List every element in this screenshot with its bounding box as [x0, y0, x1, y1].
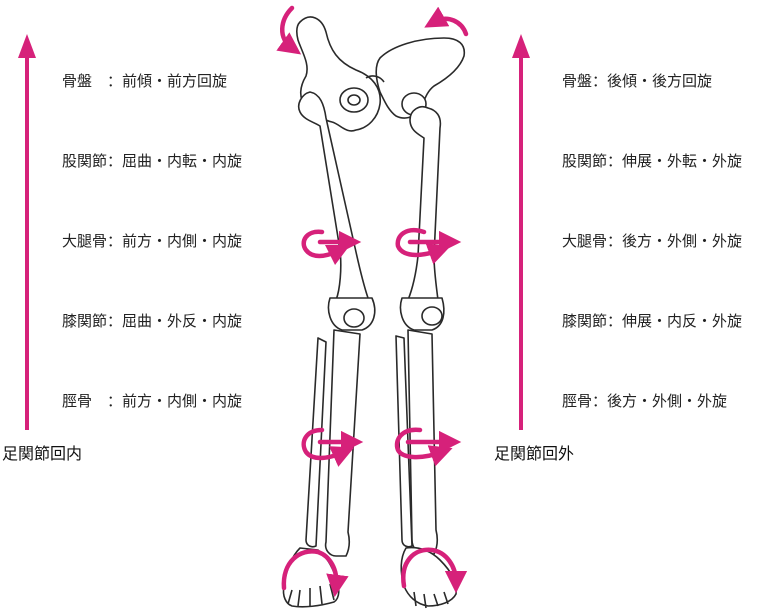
left-label-tibia: 脛骨 ：前方・内側・内旋 — [62, 392, 243, 410]
left-label-knee: 膝関節：屈曲・外反・内旋 — [62, 312, 243, 330]
right-femur-rotation-arrow-icon — [395, 228, 451, 265]
right-pelvis-rotation-arrow-icon — [424, 6, 469, 37]
left-femur-rotation-arrow-icon — [301, 229, 351, 266]
right-up-arrow-icon — [512, 34, 530, 430]
left-caption: 足関節回内 — [2, 444, 83, 463]
right-fibula-illustration — [395, 335, 413, 548]
right-label-knee: 膝関節：伸展・内反・外旋 — [562, 312, 743, 330]
left-label-pelvis: 骨盤 ：前傾・前方回旋 — [62, 72, 228, 90]
right-femur-illustration — [407, 105, 442, 304]
leg-skeleton-illustration — [282, 16, 466, 609]
right-pelvis-illustration — [375, 37, 466, 119]
right-caption: 足関節回外 — [494, 444, 575, 463]
left-up-arrow-icon — [18, 34, 36, 430]
left-foot-illustration — [282, 547, 340, 608]
left-fibula-illustration — [305, 337, 327, 548]
left-label-hip: 股関節：屈曲・内転・内旋 — [62, 152, 243, 170]
right-tibia-rotation-arrow-icon — [394, 427, 453, 467]
right-label-hip: 股関節：伸展・外転・外旋 — [562, 152, 743, 170]
rotation-arrow-icons — [276, 5, 469, 598]
left-label-femur: 大腿骨：前方・内側・内旋 — [62, 232, 243, 250]
left-pelvis-rotation-arrow-icon — [276, 5, 302, 55]
right-label-femur: 大腿骨：後方・外側・外旋 — [562, 232, 743, 250]
left-ankle-rotation-arrow-icon — [281, 549, 349, 598]
right-ankle-rotation-arrow-icon — [401, 547, 468, 594]
right-label-tibia: 脛骨：後方・外側・外旋 — [562, 392, 728, 410]
left-tibia-rotation-arrow-icon — [301, 427, 355, 467]
right-label-pelvis: 骨盤：後傾・後方回旋 — [562, 72, 713, 90]
